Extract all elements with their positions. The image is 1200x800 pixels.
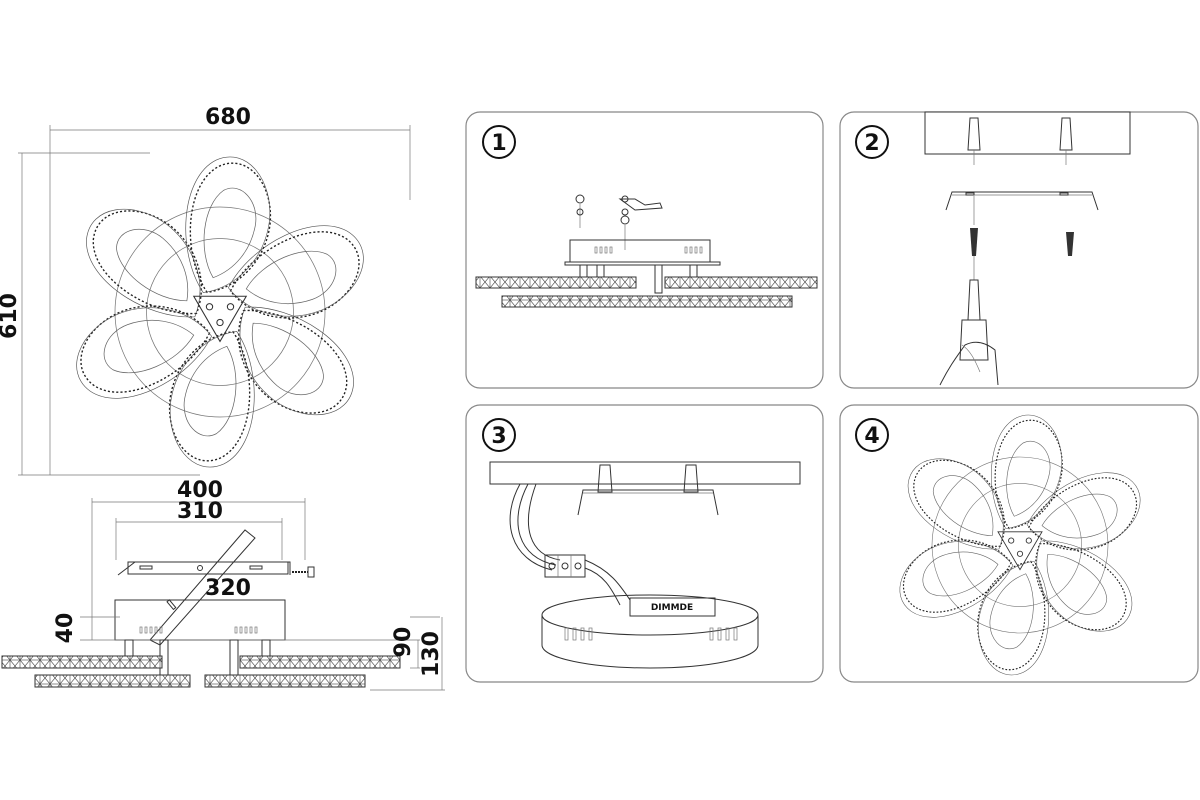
step-4-number: 4 (864, 424, 879, 449)
step-2-number: 2 (864, 131, 879, 156)
dimension-hole-spacing: 310 (177, 499, 223, 524)
side-view-drawing (1, 498, 445, 691)
dimension-width: 680 (205, 105, 251, 130)
driver-module-label: DIMMDE (651, 603, 693, 613)
step-4-panel (839, 405, 1199, 685)
dimension-bracket-length: 400 (177, 478, 223, 503)
dimension-base-length: 320 (205, 576, 251, 601)
step-3-number: 3 (491, 424, 506, 449)
step-1-number: 1 (491, 131, 506, 156)
dimension-total-height: 130 (419, 631, 444, 677)
step-2-panel (839, 111, 1199, 389)
step-3-panel (465, 404, 824, 683)
step-1-panel (465, 111, 824, 389)
dimension-arm-height: 90 (391, 627, 416, 658)
dimension-base-height: 40 (53, 613, 78, 644)
dimension-height: 610 (0, 293, 22, 339)
top-view-drawing (18, 125, 411, 479)
